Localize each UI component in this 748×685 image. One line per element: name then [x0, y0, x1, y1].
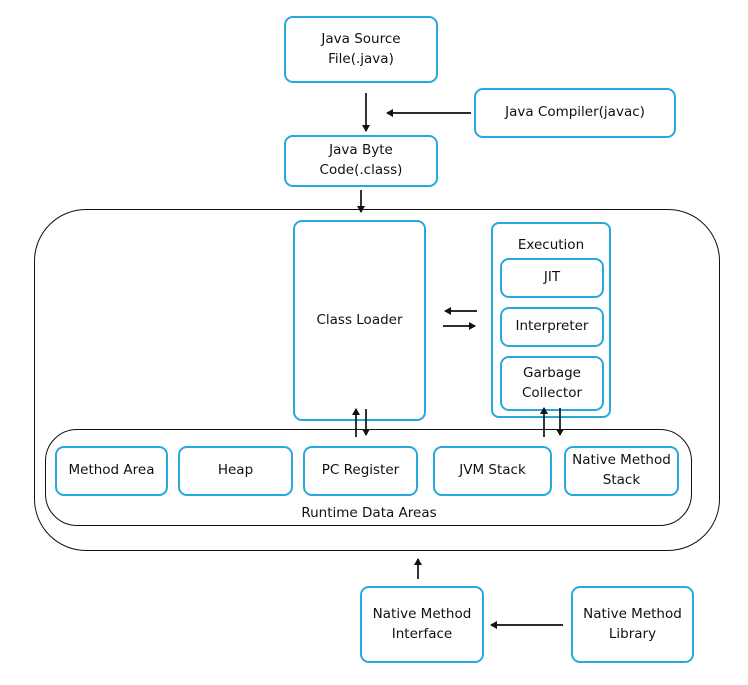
- jit-box: JIT: [500, 258, 604, 298]
- garbage-collector-box: Garbage Collector: [500, 356, 604, 411]
- native-method-interface-box: Native Method Interface: [360, 586, 484, 663]
- native-method-stack-box: Native Method Stack: [564, 446, 679, 496]
- java-compiler-box: Java Compiler(javac): [474, 88, 676, 138]
- java-byte-code-box: Java Byte Code(.class): [284, 135, 438, 187]
- interpreter-box: Interpreter: [500, 307, 604, 347]
- java-source-file-box: Java Source File(.java): [284, 16, 438, 83]
- native-method-library-box: Native Method Library: [571, 586, 694, 663]
- jvm-stack-box: JVM Stack: [433, 446, 552, 496]
- class-loader-box: Class Loader: [293, 220, 426, 421]
- heap-box: Heap: [178, 446, 293, 496]
- method-area-box: Method Area: [55, 446, 168, 496]
- runtime-data-areas-label: Runtime Data Areas: [301, 505, 437, 521]
- jvm-container: [34, 209, 720, 551]
- pc-register-box: PC Register: [303, 446, 418, 496]
